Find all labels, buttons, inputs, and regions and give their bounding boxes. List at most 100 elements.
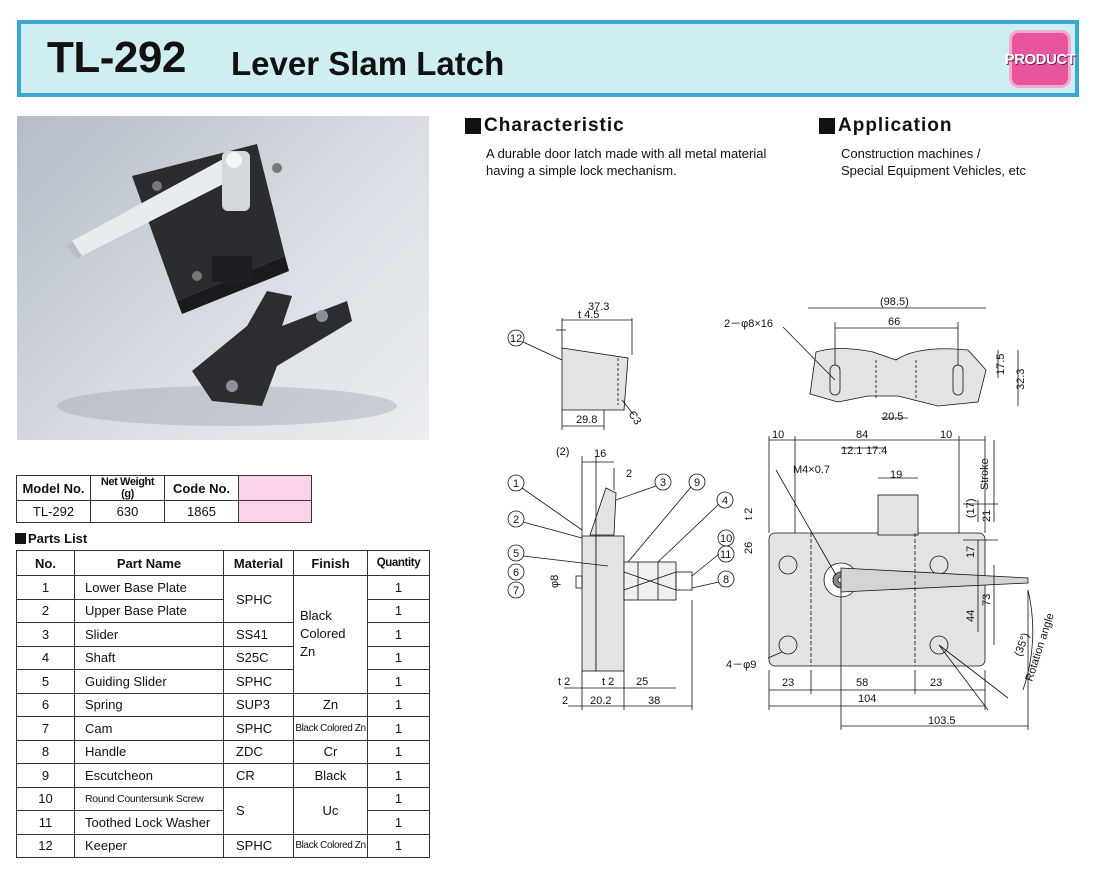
callout-number: 7 (513, 585, 519, 597)
product-photo (17, 116, 429, 440)
dim-label: 25 (636, 676, 648, 688)
table-row: 10 Round Countersunk Screw S Uc 1 (16, 786, 430, 835)
dim-label: 17.5 (995, 354, 1007, 375)
part-no: 10 (16, 786, 75, 811)
dim-label: φ8 (549, 575, 561, 588)
dim-label: 10 (772, 429, 784, 441)
callout-number: 11 (720, 549, 731, 561)
technical-drawing: t 4.5 37.3 29.8 C3 12 (98.5) 66 2－φ8×16 … (507, 296, 1057, 730)
part-name: Lower Base Plate (74, 575, 224, 600)
parts-header: Quantity (367, 550, 430, 576)
application-heading-text: Application (838, 115, 953, 136)
dim-label: t 4.5 (578, 309, 599, 321)
part-qty: 1 (367, 763, 430, 788)
table-row: 7 Cam SPHC Black Colored Zn 1 (16, 716, 430, 741)
part-material: SUP3 (223, 692, 294, 717)
bullet-square (15, 533, 26, 544)
application-heading: Application (819, 115, 952, 137)
parts-table: No. Part Name Material Finish Quantity 1… (16, 550, 430, 858)
application-line: Special Equipment Vehicles, etc (841, 163, 1026, 178)
callout-number: 12 (510, 333, 522, 345)
part-no: 5 (16, 669, 75, 694)
dim-label: 38 (648, 695, 660, 707)
dim-label: 17.4 (866, 445, 887, 457)
part-no: 9 (16, 763, 75, 788)
part-qty: 1 (367, 692, 430, 717)
dim-label: 37.3 (588, 301, 609, 313)
part-qty: 1 (367, 786, 430, 811)
part-name: Keeper (74, 833, 224, 858)
dim-label: 4－φ9 (726, 659, 756, 671)
product-badge-label: PRODUCT (1004, 50, 1076, 68)
part-finish: Black (293, 763, 368, 788)
spec-table: Model No. Net Weight (g) Code No. TL-292… (16, 475, 312, 523)
part-qty: 1 (367, 645, 430, 670)
dim-label: 44 (965, 610, 977, 622)
bullet-square (819, 118, 835, 134)
part-finish: Black Colored Zn (293, 833, 368, 858)
characteristic-heading-text: Characteristic (484, 115, 625, 136)
characteristic-heading: Characteristic (465, 115, 625, 137)
part-qty: 1 (367, 575, 430, 600)
part-no: 1 (16, 575, 75, 600)
part-name: Guiding Slider (74, 669, 224, 694)
part-material: SPHC (223, 575, 294, 623)
part-qty: 1 (367, 810, 430, 835)
dim-label: t 2 (558, 676, 570, 688)
table-row: 6 Spring SUP3 Zn 1 (16, 692, 430, 717)
table-row: 8 Handle ZDC Cr 1 (16, 739, 430, 764)
part-name: Upper Base Plate (74, 598, 224, 623)
application-line: Construction machines / (841, 146, 981, 161)
dim-label: Rotation angle (1023, 612, 1056, 683)
part-name: Slider (74, 622, 224, 647)
title-banner: TL-292 Lever Slam Latch PRODUCT (17, 20, 1079, 97)
dim-label: 2－φ8×16 (724, 318, 773, 330)
dim-label: 29.8 (576, 414, 597, 426)
characteristic-text: A durable door latch made with all metal… (486, 145, 766, 179)
part-material: S (223, 786, 294, 835)
part-qty: 1 (367, 598, 430, 623)
callout-number: 8 (723, 574, 729, 586)
part-no: 12 (16, 833, 75, 858)
parts-list-label: Parts List (28, 531, 88, 546)
table-row: 11 Toothed Lock Washer 1 (16, 810, 430, 835)
dim-label: t 2 (602, 676, 614, 688)
dim-label: 23 (930, 677, 942, 689)
table-row: 1 Lower Base Plate SPHC Black Colored Zn… (16, 575, 430, 694)
table-row: 9 Escutcheon CR Black 1 (16, 763, 430, 788)
part-name: Shaft (74, 645, 224, 670)
table-row: 3 Slider SS41 1 (16, 622, 430, 647)
dim-label: 26 (743, 542, 755, 554)
dim-label: 66 (888, 316, 900, 328)
dim-label: 32.3 (1015, 369, 1027, 390)
part-finish: Black Colored Zn (293, 575, 368, 694)
part-name: Escutcheon (74, 763, 224, 788)
dim-label: (17) (965, 498, 977, 518)
dim-label: 84 (856, 429, 868, 441)
part-material: SPHC (223, 833, 294, 858)
table-row: 12 Keeper SPHC Black Colored Zn 1 (16, 833, 430, 858)
part-material: SS41 (223, 622, 294, 647)
part-finish: Zn (293, 692, 368, 717)
spec-header: Model No. (16, 475, 91, 501)
part-qty: 1 (367, 739, 430, 764)
part-material: ZDC (223, 739, 294, 764)
dim-label: 103.5 (928, 715, 956, 727)
dim-label: 20.5 (882, 411, 903, 423)
product-title: Lever Slam Latch (231, 45, 505, 82)
dim-label: 21 (981, 510, 993, 522)
characteristic-line: having a simple lock mechanism. (486, 163, 677, 178)
table-row: 2 Upper Base Plate 1 (16, 598, 430, 623)
part-no: 4 (16, 645, 75, 670)
dim-label: 73 (981, 594, 993, 606)
part-material: SPHC (223, 669, 294, 694)
spec-cell: 1865 (164, 500, 239, 523)
part-name: Round Countersunk Screw (74, 786, 224, 811)
callout-number: 3 (660, 477, 666, 489)
dim-label: (35°) (1013, 631, 1032, 658)
part-no: 3 (16, 622, 75, 647)
spec-cell: TL-292 (16, 500, 91, 523)
part-material: SPHC (223, 716, 294, 741)
dim-label: (98.5) (880, 296, 909, 308)
callout-number: 2 (513, 514, 519, 526)
